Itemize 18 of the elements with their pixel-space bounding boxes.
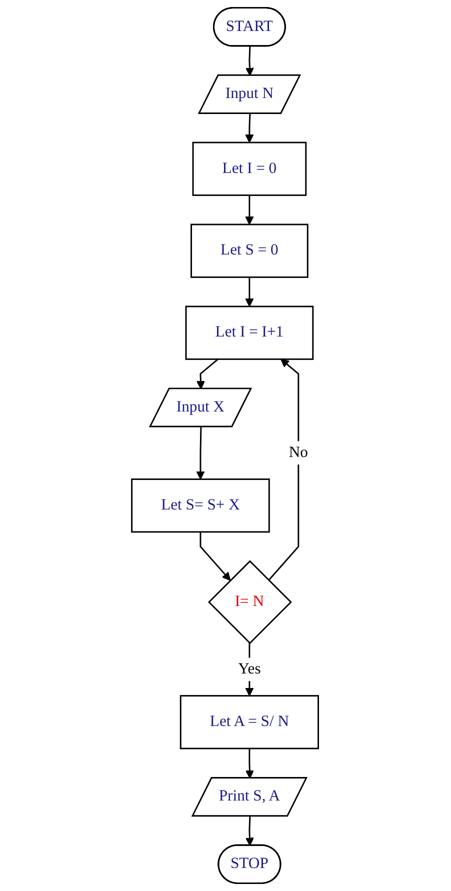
node-box <box>186 306 314 360</box>
arrow <box>246 277 254 307</box>
edge-label: Yes <box>238 660 262 678</box>
node-box <box>180 695 320 750</box>
edge-label: No <box>289 444 308 461</box>
arrow <box>268 358 300 581</box>
arrow <box>246 195 254 225</box>
arrow <box>246 748 254 779</box>
node-box <box>192 142 308 196</box>
arrow <box>200 532 232 581</box>
arrow <box>196 426 206 480</box>
node-box <box>132 478 270 533</box>
arrow <box>246 46 254 76</box>
arrow <box>246 114 254 143</box>
arrow <box>196 358 219 390</box>
node-box <box>190 224 309 278</box>
node-diamond <box>208 560 292 644</box>
arrow <box>246 816 254 846</box>
